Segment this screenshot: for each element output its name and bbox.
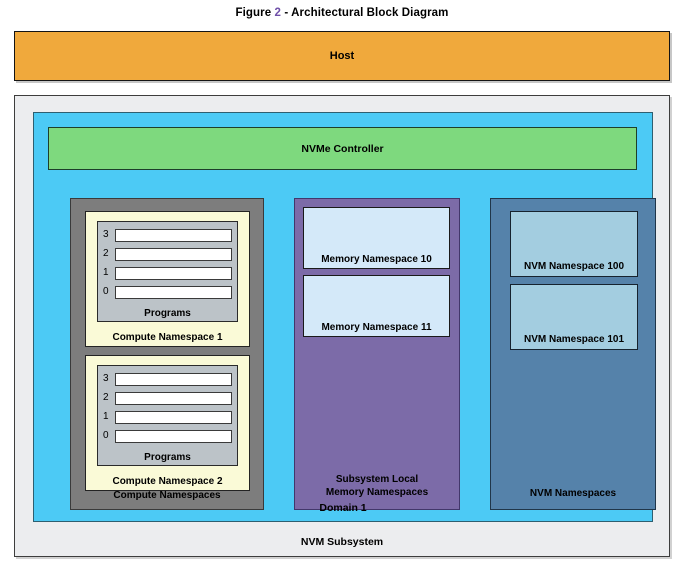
nvm-namespace-100-label: NVM Namespace 100 (523, 261, 625, 272)
nvme-controller-block: NVMe Controller (48, 127, 637, 170)
domain-block: NVMe Controller 3 2 (33, 112, 656, 522)
programs-box-1: 3 2 1 0 (97, 221, 238, 322)
programs-box-2: 3 2 1 0 (97, 365, 238, 466)
program-slot-list-2: 3 2 1 0 (103, 371, 232, 447)
memory-namespace-11-label: Memory Namespace 11 (321, 322, 432, 333)
domain-label: Domain 1 (319, 502, 367, 514)
nvm-subsystem-label: NVM Subsystem (300, 536, 384, 548)
memory-namespace-10: Memory Namespace 10 (303, 207, 450, 269)
program-slot-bar[interactable] (115, 372, 232, 386)
program-slot-bar[interactable] (115, 410, 232, 424)
program-slot-bar[interactable] (115, 285, 232, 299)
program-slot-index: 3 (103, 373, 109, 384)
compute-namespaces-label: Compute Namespaces (113, 490, 221, 501)
memory-namespace-11: Memory Namespace 11 (303, 275, 450, 337)
program-slot[interactable]: 1 (103, 409, 232, 425)
figure-number-reference[interactable]: 2 (274, 7, 282, 19)
program-slot[interactable]: 1 (103, 265, 232, 281)
compute-namespace-2-label: Compute Namespace 2 (112, 476, 223, 487)
program-slot[interactable]: 0 (103, 284, 232, 300)
program-slot-index: 1 (103, 411, 109, 422)
programs-label: Programs (144, 308, 191, 319)
program-slot-index: 0 (103, 286, 109, 297)
program-slot[interactable]: 0 (103, 428, 232, 444)
namespace-columns: 3 2 1 0 (34, 198, 656, 510)
program-slot-bar[interactable] (115, 266, 232, 280)
program-slot-index: 0 (103, 430, 109, 441)
program-slot[interactable]: 3 (103, 371, 232, 387)
program-slot[interactable]: 2 (103, 246, 232, 262)
compute-namespace-2: 3 2 1 0 (85, 355, 250, 491)
nvme-controller-label: NVMe Controller (301, 142, 384, 155)
memory-namespaces-label: Subsystem Local Memory Namespaces (295, 473, 459, 499)
nvm-namespaces-container: NVM Namespace 100 NVM Namespace 101 NVM … (490, 198, 656, 510)
memory-namespaces-label-line2: Memory Namespaces (325, 487, 429, 498)
nvm-subsystem-block: NVMe Controller 3 2 (14, 95, 670, 557)
program-slot-bar[interactable] (115, 429, 232, 443)
program-slot-bar[interactable] (115, 228, 232, 242)
nvm-namespace-100: NVM Namespace 100 (510, 211, 638, 277)
memory-namespace-10-label: Memory Namespace 10 (321, 254, 432, 265)
memory-namespaces-label-line1: Subsystem Local (335, 474, 419, 485)
program-slot-index: 1 (103, 267, 109, 278)
program-slot-index: 3 (103, 229, 109, 240)
nvm-namespace-101: NVM Namespace 101 (510, 284, 638, 350)
host-label: Host (329, 50, 355, 62)
program-slot-index: 2 (103, 392, 109, 403)
figure-title: Figure 2 - Architectural Block Diagram (0, 0, 684, 19)
nvm-namespace-101-label: NVM Namespace 101 (523, 334, 625, 345)
nvm-namespaces-label: NVM Namespaces (529, 488, 617, 499)
figure-title-text: Architectural Block Diagram (291, 7, 449, 19)
compute-namespace-1-label: Compute Namespace 1 (112, 332, 223, 343)
compute-namespaces-container: 3 2 1 0 (70, 198, 264, 510)
compute-namespace-1: 3 2 1 0 (85, 211, 250, 347)
programs-label: Programs (144, 452, 191, 463)
figure-title-prefix: Figure (235, 7, 272, 19)
program-slot[interactable]: 3 (103, 227, 232, 243)
host-block: Host (14, 31, 670, 81)
program-slot-bar[interactable] (115, 247, 232, 261)
memory-namespaces-container: Memory Namespace 10 Memory Namespace 11 … (294, 198, 460, 510)
program-slot-list-1: 3 2 1 0 (103, 227, 232, 303)
program-slot[interactable]: 2 (103, 390, 232, 406)
program-slot-index: 2 (103, 248, 109, 259)
figure-title-separator: - (281, 7, 292, 19)
program-slot-bar[interactable] (115, 391, 232, 405)
